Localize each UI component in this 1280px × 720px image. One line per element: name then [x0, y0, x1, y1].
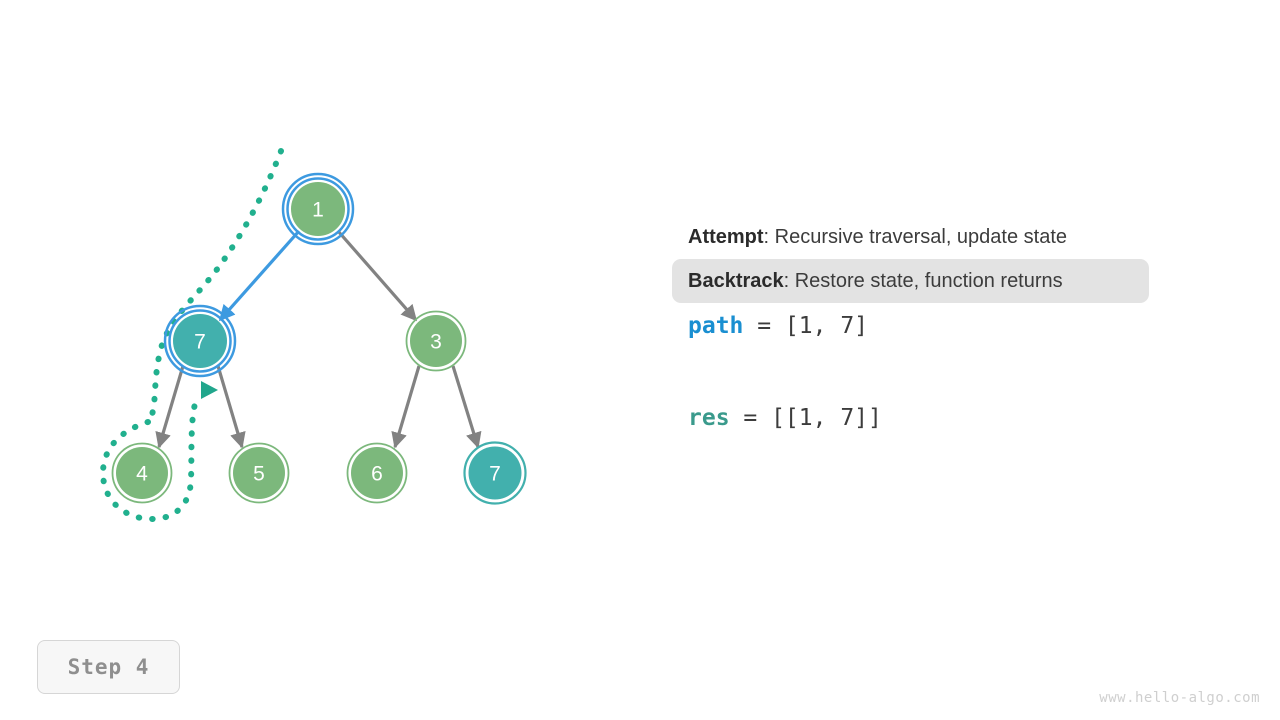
- edge-1-to-7: [218, 229, 301, 322]
- tree-edges: [155, 229, 482, 449]
- attempt-description-row: Attempt: Recursive traversal, update sta…: [672, 215, 1208, 259]
- tree-svg: 1 7 3 4 5: [99, 148, 527, 523]
- watermark: www.hello-algo.com: [1099, 690, 1260, 706]
- backtrack-trace-path: [99, 148, 284, 523]
- attempt-text: : Recursive traversal, update state: [763, 225, 1068, 248]
- edge-1-to-3: [336, 229, 418, 322]
- path-variable-value: = [1, 7]: [743, 313, 869, 339]
- tree-node-7-right[interactable]: 7: [463, 441, 527, 505]
- edge-3-to-7b: [451, 365, 482, 449]
- tree-node-7-left[interactable]: 7: [163, 304, 237, 378]
- tree-node-5[interactable]: 5: [228, 442, 290, 504]
- tree-node-4[interactable]: 4: [111, 442, 173, 504]
- edge-7-to-5: [216, 365, 246, 449]
- edge-7-to-4: [155, 365, 185, 449]
- info-panel: Attempt: Recursive traversal, update sta…: [672, 215, 1208, 441]
- backtrack-keyword: Backtrack: [688, 269, 784, 292]
- res-variable-row: res = [[1, 7]]: [688, 395, 1208, 441]
- edge-3-to-6: [391, 365, 421, 449]
- backtrack-description-row: Backtrack: Restore state, function retur…: [672, 259, 1149, 303]
- tree-node-1[interactable]: 1: [281, 172, 355, 246]
- attempt-keyword: Attempt: [688, 225, 764, 248]
- tree-node-6[interactable]: 6: [346, 442, 408, 504]
- tree-nodes: 1 7 3 4 5: [111, 172, 527, 505]
- tree-diagram: 1 7 3 4 5: [99, 148, 527, 523]
- tree-node-3[interactable]: 3: [405, 310, 467, 372]
- code-spacer: [688, 349, 1208, 395]
- res-variable-name: res: [688, 405, 730, 431]
- cursor-triangle-icon: [201, 381, 218, 399]
- step-badge: Step 4: [37, 640, 180, 694]
- res-variable-value: = [[1, 7]]: [729, 405, 882, 431]
- path-variable-row: path = [1, 7]: [688, 303, 1208, 349]
- path-variable-name: path: [688, 313, 744, 339]
- backtrack-text: : Restore state, function returns: [783, 269, 1063, 292]
